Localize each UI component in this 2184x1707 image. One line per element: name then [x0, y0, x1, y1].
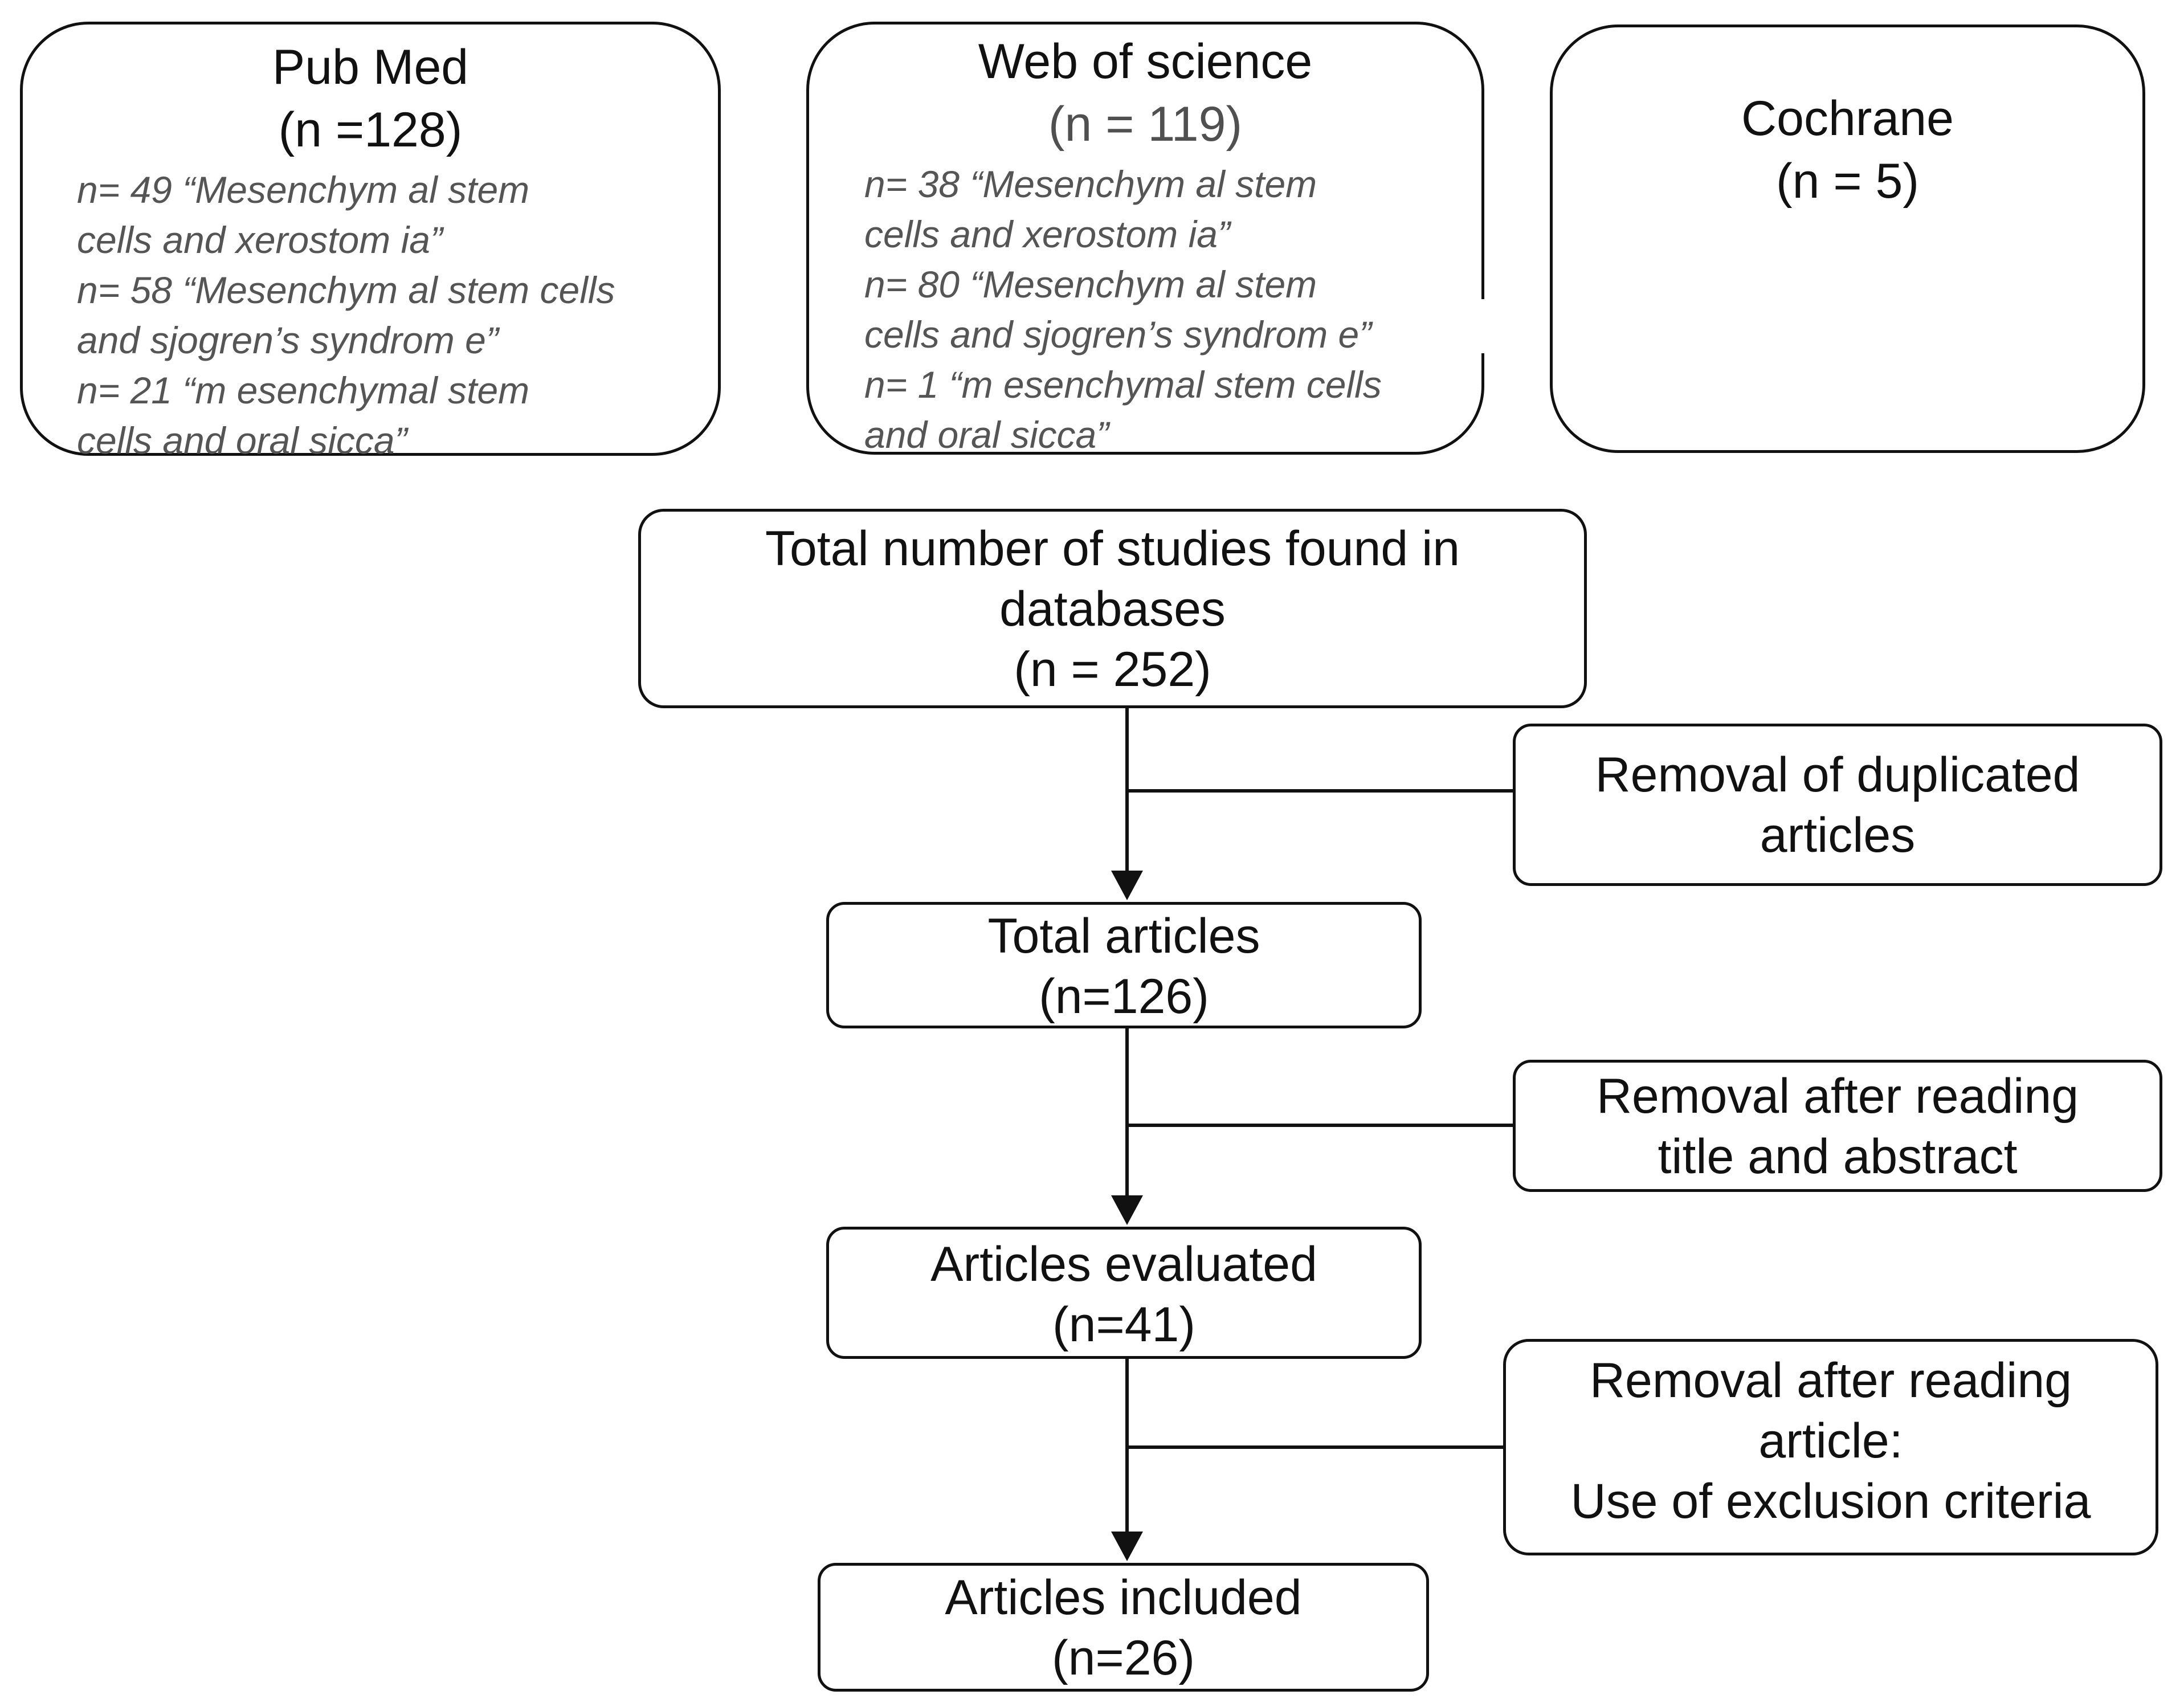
arrowhead-total-articles: [1111, 871, 1143, 900]
removal-full-text-line1: Removal after reading: [1589, 1353, 2072, 1408]
wos-query-2-line2: cells and sjogren’s syndrom e”: [864, 313, 1372, 356]
total-articles-label: Total articles: [987, 909, 1260, 963]
wos-query-3-line2: and oral sicca”: [864, 414, 1109, 456]
arrowhead-articles-evaluated: [1111, 1195, 1143, 1225]
articles-evaluated-label: Articles evaluated: [930, 1237, 1317, 1292]
articles-evaluated-box: Articles evaluated (n=41): [826, 1227, 1422, 1359]
web-of-science-count: (n = 119): [1048, 97, 1243, 152]
pubmed-query-2-line2: and sjogren’s syndrom e”: [77, 319, 499, 361]
removal-full-text-line3: Use of exclusion criteria: [1570, 1474, 2091, 1529]
wos-query-3-line1: n= 1 “m esenchymal stem cells: [864, 364, 1382, 406]
total-studies-label-line2: databases: [999, 582, 1226, 636]
pubmed-query-3-line2: cells and oral sicca”: [77, 419, 407, 462]
wos-query-1-line1: n= 38 “Mesenchym al stem: [864, 163, 1317, 205]
total-studies-count: (n = 252): [1014, 642, 1211, 697]
pubmed-box: Pub Med (n =128) n= 49 “Mesenchym al ste…: [20, 22, 721, 462]
removal-full-text-line2: article:: [1758, 1414, 1903, 1468]
cochrane-box: Cochrane (n = 5): [1550, 24, 2145, 453]
pubmed-query-3-line1: n= 21 “m esenchymal stem: [77, 369, 530, 411]
removal-duplicates-line1: Removal of duplicated: [1595, 748, 2080, 802]
removal-title-abstract-line2: title and abstract: [1658, 1129, 2018, 1184]
wos-border-gap: [1479, 299, 1487, 353]
cochrane-title: Cochrane: [1741, 91, 1954, 146]
wos-query-2-line1: n= 80 “Mesenchym al stem: [864, 263, 1317, 305]
total-articles-count: (n=126): [1039, 969, 1209, 1024]
pubmed-title: Pub Med: [272, 40, 469, 95]
articles-included-label: Articles included: [945, 1570, 1302, 1625]
pubmed-query-1-line2: cells and xerostom ia”: [77, 219, 443, 261]
wos-query-1-line2: cells and xerostom ia”: [864, 213, 1230, 255]
removal-duplicates-line2: articles: [1760, 808, 1916, 863]
removal-duplicates-box: Removal of duplicated articles: [1513, 724, 2162, 886]
articles-evaluated-count: (n=41): [1052, 1297, 1195, 1352]
pubmed-query-2-line1: n= 58 “Mesenchym al stem cells: [77, 269, 615, 311]
cochrane-count: (n = 5): [1776, 154, 1919, 209]
removal-full-text-box: Removal after reading article: Use of ex…: [1503, 1339, 2158, 1555]
pubmed-query-1-line1: n= 49 “Mesenchym al stem: [77, 169, 530, 211]
removal-title-abstract-line1: Removal after reading: [1596, 1069, 2079, 1124]
pubmed-count: (n =128): [278, 103, 463, 157]
total-studies-box: Total number of studies found in databas…: [638, 509, 1587, 708]
removal-title-abstract-box: Removal after reading title and abstract: [1513, 1060, 2162, 1192]
total-articles-box: Total articles (n=126): [826, 902, 1422, 1028]
web-of-science-title: Web of science: [978, 34, 1313, 89]
web-of-science-box: Web of science (n = 119) n= 38 “Mesenchy…: [806, 22, 1484, 456]
total-studies-label-line1: Total number of studies found in: [765, 521, 1460, 576]
arrowhead-articles-included: [1111, 1532, 1143, 1561]
articles-included-count: (n=26): [1052, 1631, 1195, 1685]
articles-included-box: Articles included (n=26): [818, 1563, 1429, 1692]
